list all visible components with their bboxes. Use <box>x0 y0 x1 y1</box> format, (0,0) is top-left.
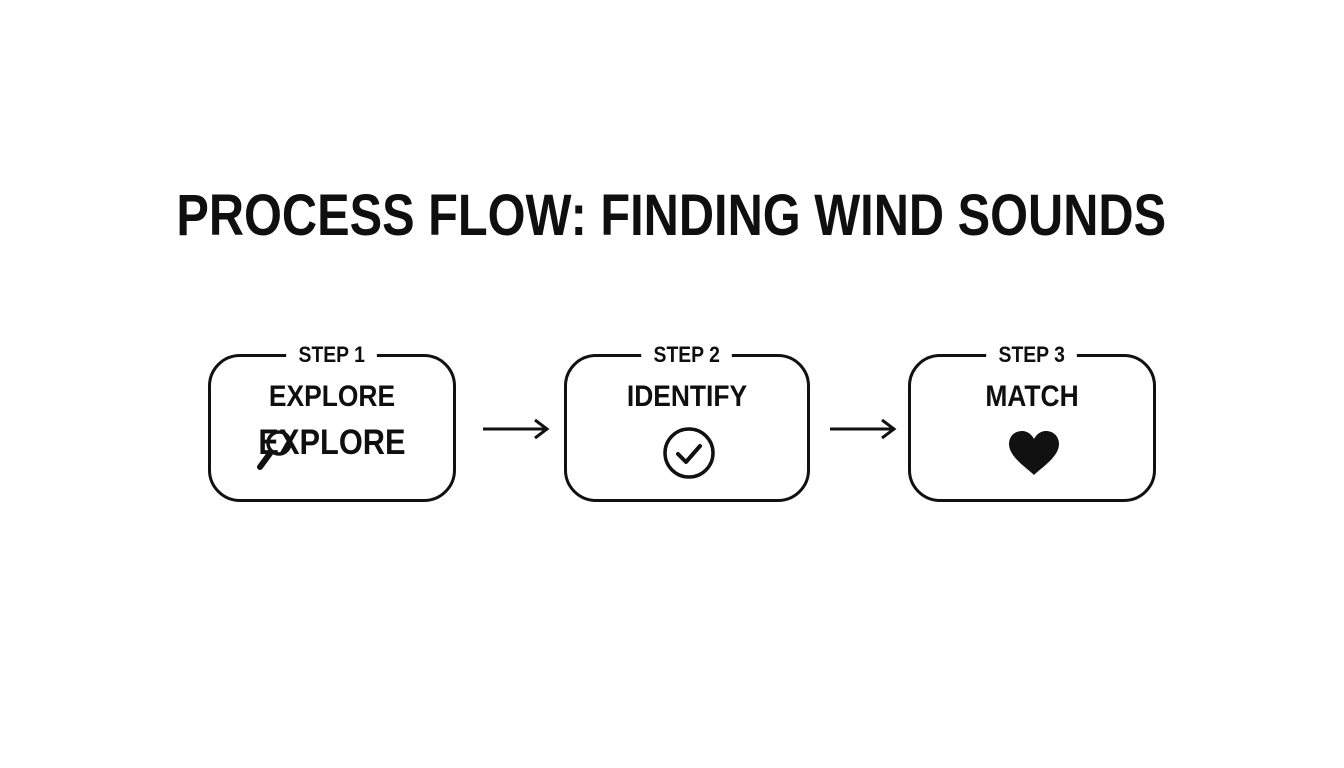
heart-icon <box>1009 431 1059 475</box>
step-2-box: STEP 2 IDENTIFY <box>564 343 810 502</box>
step-3-tag: STEP 3 <box>986 343 1078 367</box>
step-1-box: STEP 1 EXPLORE EXPLORE <box>208 343 456 502</box>
step-3-box: STEP 3 MATCH <box>908 343 1156 502</box>
arrow-right-icon <box>830 418 897 440</box>
step-1-name: EXPLORE <box>268 380 396 413</box>
diagram-title: PROCESS FLOW: FINDING WIND SOUNDS <box>176 183 1167 248</box>
magnifier-icon <box>257 430 292 470</box>
step-2-name: IDENTIFY <box>626 380 748 413</box>
step-1-subtitle: EXPLORE <box>258 423 406 462</box>
step-3-name: MATCH <box>985 380 1079 413</box>
step-2-tag: STEP 2 <box>641 343 733 367</box>
arrow-right-icon <box>483 418 550 440</box>
check-circle-icon <box>663 427 715 479</box>
step-1-tag: STEP 1 <box>286 343 378 367</box>
